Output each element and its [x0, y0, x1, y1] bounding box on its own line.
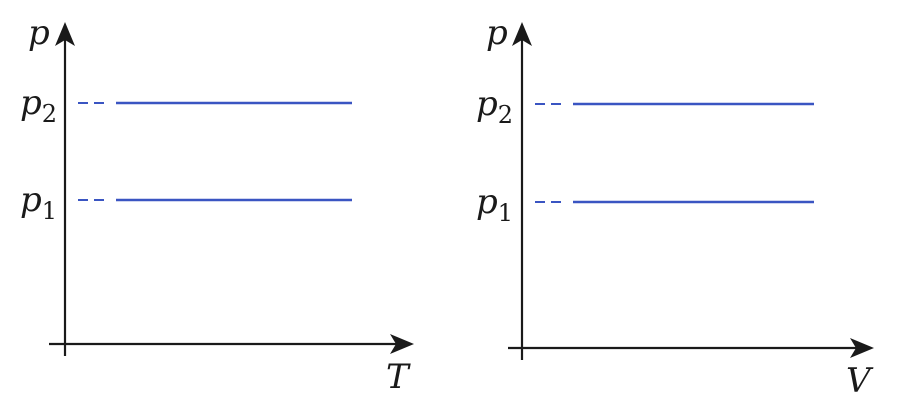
x-axis-arrow-left: [390, 334, 414, 354]
p2-label-left: p2: [20, 83, 57, 128]
y-axis-arrow-left: [55, 22, 75, 46]
x-axis-label-left: T: [386, 357, 411, 397]
p2-label-right: p2: [476, 84, 513, 129]
y-axis-label-right: p: [486, 13, 508, 53]
y-axis-label-left: p: [28, 13, 50, 53]
y-axis-arrow-right: [512, 22, 532, 46]
x-axis-label-right: V: [846, 361, 874, 401]
p1-label-left: p1: [20, 180, 57, 225]
panel-pV: p V p2 p1: [476, 13, 874, 401]
panel-pT: p T p2 p1: [20, 13, 414, 397]
x-axis-arrow-right: [850, 338, 874, 358]
p1-label-right: p1: [476, 182, 513, 227]
